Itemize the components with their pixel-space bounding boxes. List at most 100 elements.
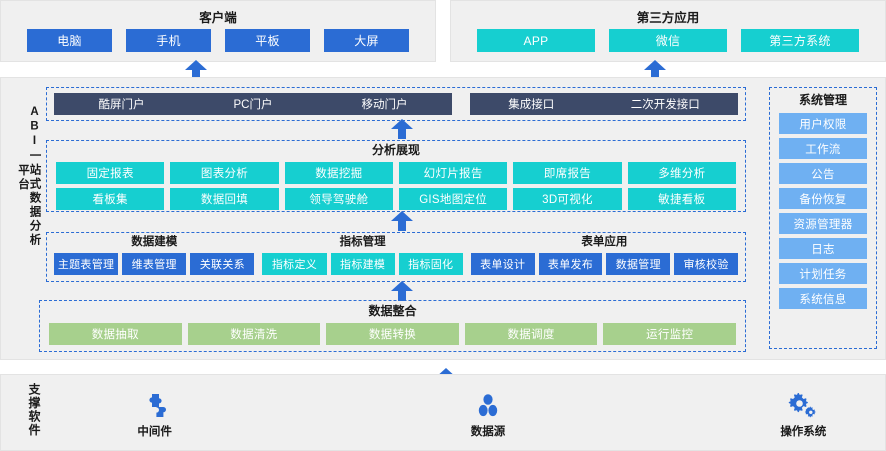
portal-item-integration-api[interactable]: 集成接口 [508,99,555,111]
modeling-item-relations[interactable]: 关联关系 [190,253,255,275]
sysmgmt-item-system-info[interactable]: 系统信息 [779,288,867,309]
client-panel-title: 客户端 [199,11,237,25]
support-item-os[interactable]: 操作系统 [746,392,861,439]
system-management-group: 系统管理 用户权限 工作流 公告 备份恢复 资源管理器 日志 计划任务 系统信息 [769,87,877,349]
forms-item-design[interactable]: 表单设计 [470,253,535,275]
sysmgmt-item-resource-manager[interactable]: 资源管理器 [779,213,867,234]
support-item-middleware[interactable]: 中间件 [97,392,212,439]
metrics-items: 指标定义 指标建模 指标固化 [262,253,463,275]
portal-bar-left: 酷屏门户 PC门户 移动门户 [54,93,452,115]
client-item-phone[interactable]: 手机 [126,29,211,52]
integration-item-extract[interactable]: 数据抽取 [49,323,182,345]
arrow-analysis-to-portal [391,119,413,139]
modeling-metrics-forms-section: 数据建模 主题表管理 维表管理 关联关系 指标管理 指标定义 指标建模 指标固化 [46,235,746,275]
sysmgmt-item-user-permission[interactable]: 用户权限 [779,113,867,134]
analysis-item-exec-cockpit[interactable]: 领导驾驶舱 [284,188,393,210]
integration-item-schedule[interactable]: 数据调度 [464,323,598,345]
modeling-group: 数据建模 主题表管理 维表管理 关联关系 [54,235,255,275]
forms-item-data-mgmt[interactable]: 数据管理 [606,253,671,275]
sysmgmt-item-scheduled-task[interactable]: 计划任务 [779,263,867,284]
support-software-items: 中间件 数据源 [61,383,861,447]
integration-title: 数据整合 [368,304,417,318]
third-party-item-system[interactable]: 第三方系统 [741,29,859,52]
platform-vertical-label: ABI一站式数据分析 平台 [7,106,49,321]
integration-items: 数据抽取 数据清洗 数据转换 数据调度 运行监控 [39,323,746,345]
support-software-label: 支撑软件 [27,383,41,437]
third-party-chip-list: APP 微信 第三方系统 [451,29,885,52]
arrow-up-third-party [644,60,666,80]
third-party-panel: 第三方应用 APP 微信 第三方系统 [450,0,886,62]
modeling-item-dim-table[interactable]: 维表管理 [122,253,187,275]
integration-item-cleanse[interactable]: 数据清洗 [187,323,321,345]
analysis-item-adhoc-report[interactable]: 即席报告 [513,162,622,184]
analysis-item-multidim[interactable]: 多维分析 [627,162,736,184]
client-item-tablet[interactable]: 平板 [225,29,310,52]
integration-item-transform[interactable]: 数据转换 [326,323,459,345]
system-management-items: 用户权限 工作流 公告 备份恢复 资源管理器 日志 计划任务 系统信息 [770,108,876,309]
analysis-row-2: 看板集 数据回填 领导驾驶舱 GIS地图定位 3D可视化 敏捷看板 [46,188,746,210]
portal-bar-right: 集成接口 二次开发接口 [470,93,738,115]
metrics-item-solidify[interactable]: 指标固化 [398,253,463,275]
analysis-item-gis-map[interactable]: GIS地图定位 [398,188,508,210]
modeling-title: 数据建模 [131,236,178,248]
analysis-item-agile-board[interactable]: 敏捷看板 [627,188,736,210]
integration-item-monitor[interactable]: 运行监控 [603,323,736,345]
top-row: 客户端 电脑 手机 平板 大屏 第三方应用 APP 微信 第三方系统 [0,0,886,62]
datasource-icon [478,393,498,416]
support-item-datasource[interactable]: 数据源 [430,392,545,439]
arrow-up-client [185,60,207,80]
analysis-item-slide-report[interactable]: 幻灯片报告 [398,162,508,184]
platform-vertical-label-line1: ABI一站式数据分析 [28,106,41,248]
integration-group [39,300,746,352]
forms-items: 表单设计 表单发布 数据管理 审核校验 [470,253,738,275]
portal-item-kuping[interactable]: 酷屏门户 [98,99,145,111]
analysis-item-data-writeback[interactable]: 数据回填 [170,188,279,210]
metrics-group: 指标管理 指标定义 指标建模 指标固化 [262,235,463,275]
arrow-modeling-to-analysis [391,211,413,231]
integration-section: 数据整合 数据抽取 数据清洗 数据转换 数据调度 运行监控 [39,304,746,345]
analysis-row-1: 固定报表 图表分析 数据挖掘 幻灯片报告 即席报告 多维分析 [46,162,746,184]
platform-vertical-label-line2: 平台 [17,164,29,192]
portal-item-secondary-dev-api[interactable]: 二次开发接口 [630,99,700,111]
forms-group: 表单应用 表单设计 表单发布 数据管理 审核校验 [470,235,738,275]
analysis-item-fixed-report[interactable]: 固定报表 [56,162,165,184]
support-item-os-label: 操作系统 [780,425,827,438]
support-software-panel: 支撑软件 中间件 数据源 [0,374,886,451]
analysis-item-dashboard-set[interactable]: 看板集 [56,188,165,210]
analysis-title: 分析展现 [371,143,420,157]
third-party-panel-title: 第三方应用 [636,11,700,25]
forms-item-publish[interactable]: 表单发布 [538,253,603,275]
analysis-item-3d-visual[interactable]: 3D可视化 [513,188,622,210]
analysis-item-chart-analysis[interactable]: 图表分析 [170,162,279,184]
third-party-item-app[interactable]: APP [477,29,595,52]
portal-item-pc[interactable]: PC门户 [233,99,273,111]
client-chip-list: 电脑 手机 平板 大屏 [1,29,435,52]
sysmgmt-item-announcement[interactable]: 公告 [779,163,867,184]
analysis-item-data-mining[interactable]: 数据挖掘 [284,162,393,184]
trio-row: 数据建模 主题表管理 维表管理 关联关系 指标管理 指标定义 指标建模 指标固化 [46,235,746,275]
sysmgmt-item-backup-restore[interactable]: 备份恢复 [779,188,867,209]
analysis-section: 分析展现 固定报表 图表分析 数据挖掘 幻灯片报告 即席报告 多维分析 看板集 … [46,143,746,210]
portal-item-mobile[interactable]: 移动门户 [361,99,408,111]
sysmgmt-item-log[interactable]: 日志 [779,238,867,259]
portal-bars: 酷屏门户 PC门户 移动门户 集成接口 二次开发接口 [46,87,746,121]
client-panel: 客户端 电脑 手机 平板 大屏 [0,0,436,62]
metrics-title: 指标管理 [339,236,386,248]
metrics-item-definition[interactable]: 指标定义 [262,253,327,275]
client-item-pc[interactable]: 电脑 [27,29,112,52]
metrics-item-modeling[interactable]: 指标建模 [330,253,395,275]
support-item-middleware-label: 中间件 [137,425,172,438]
platform-panel: ABI一站式数据分析 平台 酷屏门户 PC门户 移动门户 集成接口 二次开发接口… [0,77,886,360]
support-item-datasource-label: 数据源 [470,425,506,438]
forms-item-audit[interactable]: 审核校验 [674,253,738,275]
gear-icon [789,392,816,417]
sysmgmt-item-workflow[interactable]: 工作流 [779,138,867,159]
client-item-bigscreen[interactable]: 大屏 [324,29,409,52]
modeling-items: 主题表管理 维表管理 关联关系 [54,253,255,275]
modeling-item-subject-table[interactable]: 主题表管理 [54,253,119,275]
arrow-integration-to-modeling [391,281,413,301]
puzzle-icon [149,393,166,417]
system-management-title: 系统管理 [798,93,847,107]
third-party-item-wechat[interactable]: 微信 [609,29,727,52]
